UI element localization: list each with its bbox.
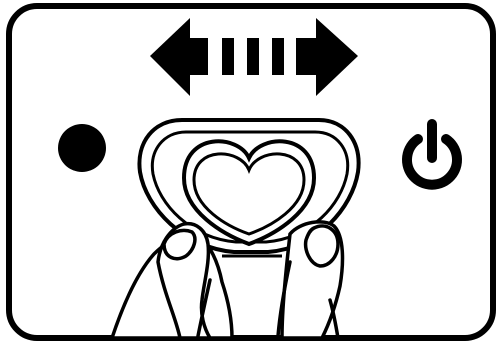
arrow-shaft-segment bbox=[222, 38, 234, 75]
arrow-shaft-segment bbox=[186, 38, 208, 75]
thumb-nail bbox=[164, 231, 195, 259]
arrow-shaft-segment bbox=[296, 38, 318, 75]
index-nail bbox=[306, 226, 338, 266]
arrow-shaft-segment bbox=[272, 38, 284, 75]
arrow-shaft-segment bbox=[247, 38, 259, 75]
record-dot-icon bbox=[58, 124, 106, 172]
